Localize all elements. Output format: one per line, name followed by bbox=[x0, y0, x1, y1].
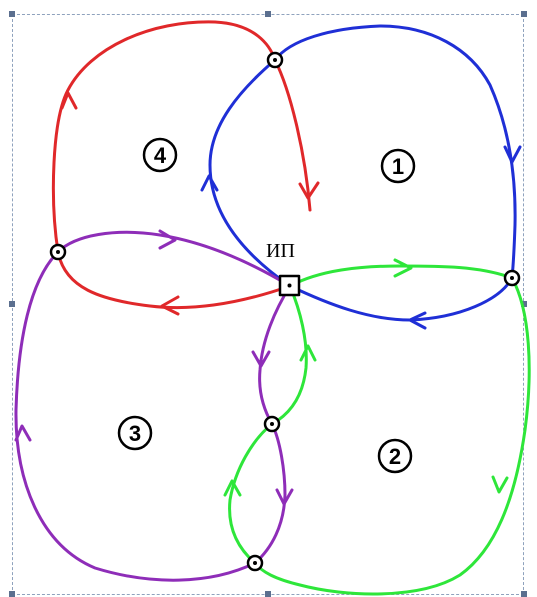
resize-handle-right[interactable] bbox=[521, 301, 527, 307]
flow-arrow-icon bbox=[14, 424, 32, 442]
flow-arrow-icon bbox=[298, 181, 320, 200]
flow-arrow-icon bbox=[158, 229, 177, 250]
resize-handle-bottom-left[interactable] bbox=[9, 591, 15, 597]
flow-arrow-icon bbox=[223, 479, 242, 497]
flow-arrow-icon bbox=[200, 174, 219, 192]
zone-label-1: 1 bbox=[392, 154, 404, 179]
zone-marker-3: 3 bbox=[117, 415, 153, 451]
junction-node-icon[interactable] bbox=[49, 243, 67, 261]
loop-1-upper-path bbox=[273, 24, 517, 280]
zone-label-4: 4 bbox=[154, 143, 167, 168]
flow-arrow-icon bbox=[491, 475, 509, 494]
loop-3-upper-path bbox=[56, 230, 292, 288]
resize-handle-bottom-right[interactable] bbox=[521, 591, 527, 597]
resize-handle-bottom[interactable] bbox=[265, 591, 271, 597]
zone-marker-2: 2 bbox=[377, 438, 413, 474]
loop-4-lower-path bbox=[56, 250, 292, 310]
flow-arrow-icon bbox=[275, 488, 294, 506]
resize-handle-top-left[interactable] bbox=[9, 11, 15, 17]
flow-arrow-icon bbox=[160, 295, 180, 316]
flow-arrow-icon bbox=[60, 91, 78, 110]
loop-2-upper-path bbox=[288, 264, 514, 288]
resize-handle-left[interactable] bbox=[9, 301, 15, 307]
flow-arrow-icon bbox=[251, 350, 271, 368]
zone-marker-4: 4 bbox=[142, 137, 178, 173]
junction-node-icon[interactable] bbox=[263, 415, 281, 433]
loop-4 bbox=[51, 20, 320, 316]
source-label: ИП bbox=[266, 240, 295, 262]
zone-marker-1: 1 bbox=[380, 148, 416, 184]
loop-3-left-path bbox=[14, 250, 257, 582]
source-box-icon[interactable] bbox=[278, 274, 301, 297]
loop-2-right-path bbox=[253, 276, 531, 596]
junction-node-icon[interactable] bbox=[246, 554, 264, 572]
flow-arrow-icon bbox=[299, 344, 317, 362]
junction-node-icon[interactable] bbox=[266, 51, 284, 69]
loop-1-left-path bbox=[208, 58, 292, 288]
loop-3 bbox=[14, 229, 294, 582]
loop-1 bbox=[200, 24, 522, 330]
loop-1-lower-path bbox=[288, 276, 514, 322]
resize-handle-top[interactable] bbox=[265, 11, 271, 17]
flow-arrow-icon bbox=[503, 145, 522, 164]
resize-handle-top-right[interactable] bbox=[521, 11, 527, 17]
loop-4-upper-path bbox=[51, 20, 312, 254]
zone-label-2: 2 bbox=[389, 444, 401, 469]
junction-nodes bbox=[49, 51, 521, 572]
flow-arrow-icon bbox=[393, 258, 413, 278]
zone-label-3: 3 bbox=[129, 421, 141, 446]
flow-arrow-icon bbox=[408, 311, 427, 330]
junction-node-icon[interactable] bbox=[503, 269, 521, 287]
